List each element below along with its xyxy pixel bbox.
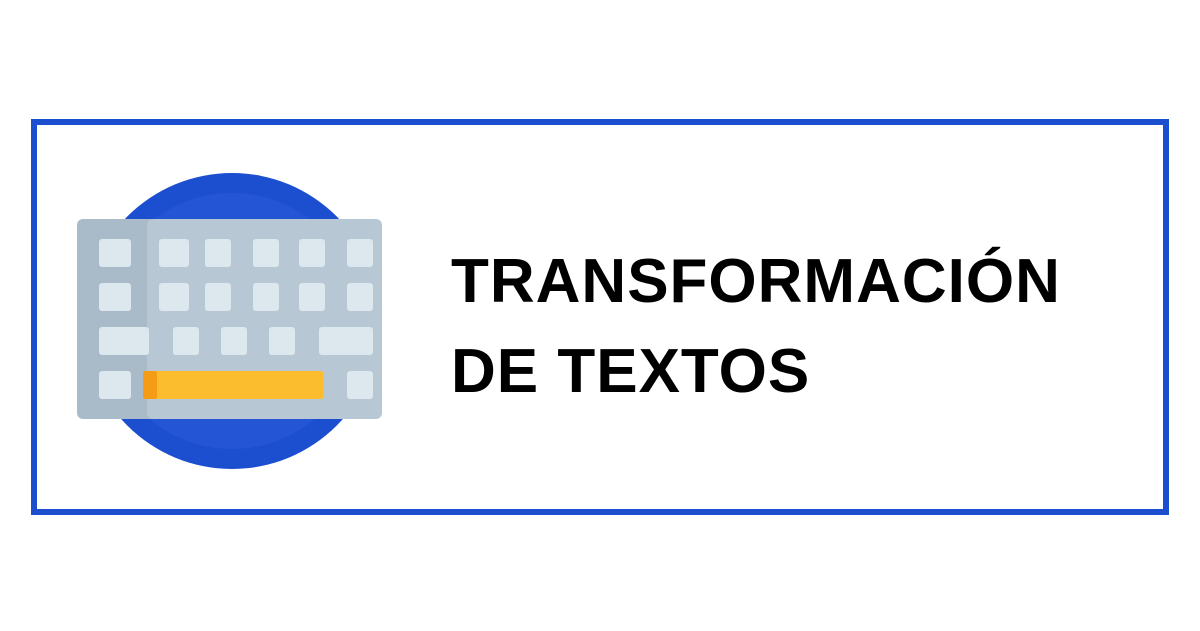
keyboard-icon	[77, 169, 387, 469]
page-title: TRANSFORMACIÓN DE TEXTOS	[451, 237, 1061, 417]
title-line-1: TRANSFORMACIÓN	[451, 247, 1061, 316]
banner: TRANSFORMACIÓN DE TEXTOS	[31, 119, 1169, 515]
title-line-2: DE TEXTOS	[451, 337, 811, 406]
